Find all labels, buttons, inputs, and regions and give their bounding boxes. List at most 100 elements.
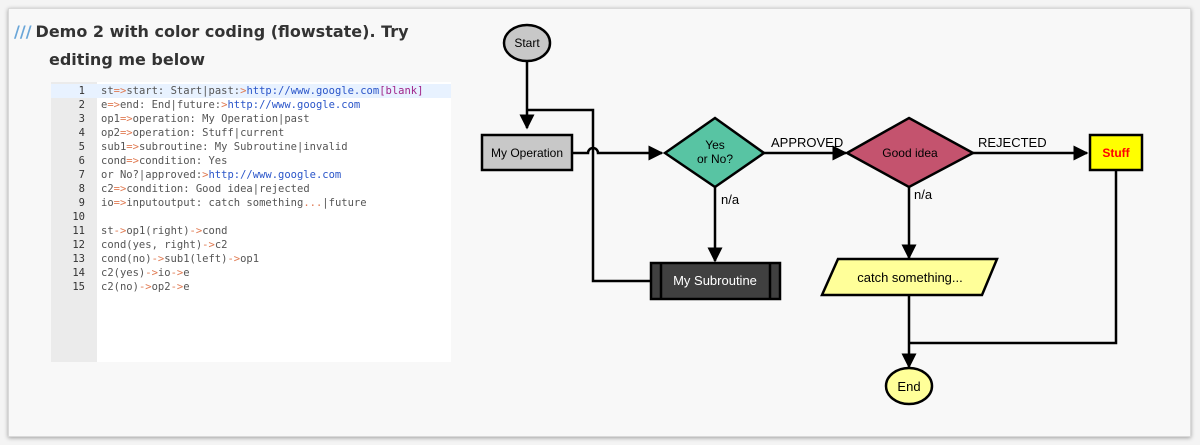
code-token: e bbox=[183, 281, 190, 293]
edge-label-cond-no: n/a bbox=[721, 192, 740, 207]
condition-node-c2[interactable]: Good idea bbox=[844, 116, 976, 189]
line-number: 8 bbox=[78, 183, 85, 195]
c2-label: Good idea bbox=[882, 146, 938, 160]
code-token: [blank] bbox=[379, 85, 424, 97]
code-text: c2(yes)->io->e bbox=[101, 266, 190, 280]
inputoutput-node-io[interactable]: catch something... bbox=[820, 257, 999, 297]
subroutine-node-sub1[interactable]: My Subroutine bbox=[649, 261, 782, 301]
code-token: c2(no) bbox=[101, 281, 139, 293]
code-text: op2=>operation: Stuff|current bbox=[101, 126, 284, 140]
code-token: => bbox=[113, 85, 127, 97]
code-token: -> bbox=[138, 281, 152, 293]
code-text: cond(no)->sub1(left)->op1 bbox=[101, 252, 259, 266]
code-token: http://www.google.com bbox=[246, 85, 380, 97]
edge-label-approved: APPROVED bbox=[771, 135, 843, 150]
op1-shape bbox=[480, 133, 574, 172]
code-token: > bbox=[240, 85, 247, 97]
demo-title: ///Demo 2 with color coding (flowstate).… bbox=[14, 18, 434, 74]
op2-shape bbox=[1088, 133, 1144, 172]
io-label: catch something... bbox=[857, 270, 963, 285]
code-token: condition: Good idea|rejected bbox=[126, 183, 310, 195]
line-number: 7 bbox=[78, 169, 85, 181]
sub1-label: My Subroutine bbox=[673, 273, 757, 288]
code-token: -> bbox=[170, 281, 184, 293]
edge-op1-to-cond bbox=[572, 145, 664, 161]
code-line[interactable]: 4 op2=>operation: Stuff|current bbox=[51, 126, 451, 140]
line-number: 1 bbox=[78, 85, 85, 97]
code-token: or No?|approved: bbox=[101, 169, 203, 181]
code-token: => bbox=[113, 183, 127, 195]
code-token: sub1 bbox=[101, 141, 127, 153]
condition-node-cond[interactable]: Yes or No? bbox=[662, 116, 767, 189]
code-token: operation: Stuff|current bbox=[132, 127, 285, 139]
code-token: => bbox=[126, 155, 139, 167]
code-token: operation: My Operation|past bbox=[132, 113, 310, 125]
code-token: cond(yes, right) bbox=[101, 239, 203, 251]
code-text: cond=>condition: Yes bbox=[101, 154, 227, 168]
code-text: or No?|approved:>http://www.google.com bbox=[101, 168, 341, 182]
line-number: 4 bbox=[78, 127, 85, 139]
code-token: => bbox=[107, 99, 120, 111]
code-token: start: Start|past: bbox=[126, 85, 241, 97]
operation-node-op2[interactable]: Stuff bbox=[1088, 133, 1144, 172]
start-node[interactable]: Start bbox=[502, 23, 552, 63]
code-line[interactable]: 7 or No?|approved:>http://www.google.com bbox=[51, 168, 451, 182]
code-token: op1 bbox=[101, 113, 120, 125]
code-token: c2 bbox=[214, 239, 228, 251]
line-number: 15 bbox=[72, 281, 85, 293]
code-token: => bbox=[119, 127, 133, 139]
code-token: -> bbox=[145, 267, 158, 279]
code-text: c2(no)->op2->e bbox=[101, 280, 190, 294]
start-node-label: Start bbox=[514, 36, 540, 50]
code-token: -> bbox=[189, 225, 203, 237]
edge-sub1-to-op1 bbox=[527, 108, 651, 283]
code-line[interactable]: 10 bbox=[51, 210, 451, 224]
code-token: cond bbox=[101, 155, 127, 167]
code-line[interactable]: 13 cond(no)->sub1(left)->op1 bbox=[51, 252, 451, 266]
code-token: st bbox=[101, 225, 114, 237]
code-token: -> bbox=[227, 253, 241, 265]
edge-label-rejected: REJECTED bbox=[978, 135, 1047, 150]
code-text: io=>inputoutput: catch something...|futu… bbox=[101, 196, 367, 210]
code-text: op1=>operation: My Operation|past bbox=[101, 112, 310, 126]
code-line[interactable]: 14 c2(yes)->io->e bbox=[51, 266, 451, 280]
title-slashes: /// bbox=[14, 22, 32, 41]
end-node[interactable]: End bbox=[884, 366, 934, 406]
code-token: -> bbox=[113, 225, 127, 237]
operation-node-op1[interactable]: My Operation bbox=[480, 133, 574, 172]
line-number: 13 bbox=[72, 253, 85, 265]
line-number: 10 bbox=[72, 211, 85, 223]
code-token: op1(right) bbox=[126, 225, 190, 237]
op1-label: My Operation bbox=[491, 146, 563, 160]
code-token: http://www.google.com bbox=[227, 99, 361, 111]
code-token: io bbox=[157, 267, 171, 279]
code-token: => bbox=[126, 141, 139, 153]
code-line[interactable]: 12 cond(yes, right)->c2 bbox=[51, 238, 451, 252]
line-number: 14 bbox=[72, 267, 85, 279]
start-node-shape bbox=[502, 23, 552, 63]
code-token: condition: Yes bbox=[138, 155, 228, 167]
code-token: |future bbox=[322, 197, 367, 209]
line-number: 12 bbox=[72, 239, 85, 251]
cond-label-line2: or No? bbox=[697, 152, 733, 166]
code-line[interactable]: 15 c2(no)->op2->e bbox=[51, 280, 451, 294]
code-token: http://www.google.com bbox=[208, 169, 342, 181]
code-token: sub1(left) bbox=[164, 253, 228, 265]
code-text: cond(yes, right)->c2 bbox=[101, 238, 227, 252]
op2-label: Stuff bbox=[1102, 146, 1130, 160]
code-text: st->op1(right)->cond bbox=[101, 224, 227, 238]
code-text: sub1=>subroutine: My Subroutine|invalid bbox=[101, 140, 348, 154]
code-text: e=>end: End|future:>http://www.google.co… bbox=[101, 98, 360, 112]
code-token: c2(yes) bbox=[101, 267, 146, 279]
code-token: -> bbox=[202, 239, 215, 251]
